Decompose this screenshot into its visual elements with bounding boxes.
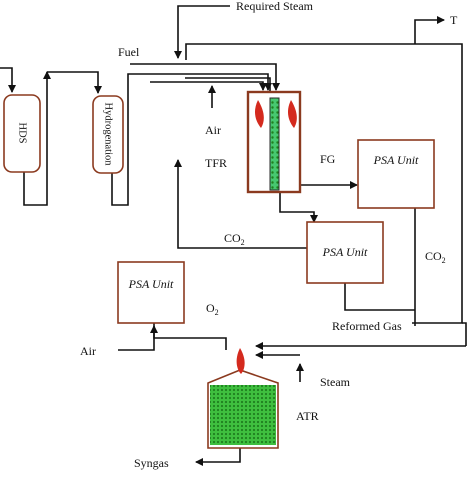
stream-labels: Required Steam Fuel T Air TFR FG CO2 CO2… [80,0,458,470]
syngas-label: Syngas [134,456,169,470]
line-to-hydrogenation [47,71,102,94]
co2-right-label: CO2 [425,249,446,265]
tfr-top-line [185,77,271,93]
psa-middle-unit: PSA Unit [306,221,384,284]
hds-outlet-line [23,71,51,206]
psa-top-label: PSA Unit [373,153,419,167]
atr-unit [207,348,279,449]
steam-label: Steam [320,375,351,389]
hydrogenation-label: Hydrogenation [103,103,114,167]
tfr-flame-right-icon [287,100,297,128]
required-steam-label: Required Steam [236,0,314,13]
feed-line-to-hds [0,67,16,93]
reformed-gas-label: Reformed Gas [332,319,402,333]
flow-lines [0,5,467,466]
o2-line [153,323,227,350]
psa-top-unit: PSA Unit [357,139,435,209]
hydrogenation-vessel [92,95,124,174]
atr-label: ATR [296,409,319,423]
psa-middle-label: PSA Unit [322,245,368,259]
hds-label: HDS [17,122,28,143]
air-top-label: Air [205,123,221,137]
required-steam-line [174,5,230,59]
psa-top-box [357,139,435,209]
psa-middle-outlet-line [344,283,415,311]
hydrogenation-outlet-line [111,73,272,206]
fuel-label: Fuel [118,45,140,59]
air-bottom-label: Air [80,344,96,358]
psa-middle-box [306,221,384,284]
psa-left-label: PSA Unit [128,277,174,291]
psa-left-unit: PSA Unit [117,261,185,324]
tfr-catalyst-tube [269,97,280,191]
atr-flame-icon [236,348,245,374]
fg-label: FG [320,152,336,166]
air-line-psa-left [118,325,158,351]
hydrogenation-unit: Hydrogenation [92,95,124,174]
tfr-unit [246,90,302,194]
line-to-t [414,16,445,44]
t-label: T [450,13,458,27]
fuel-line [130,63,280,91]
reformed-gas-connector [462,322,467,346]
co2-recycle-line [174,159,307,249]
atr-catalyst-bed [210,385,276,445]
co2-left-label: CO2 [224,231,245,247]
hds-vessel [3,94,41,173]
recycle-loop-line [185,43,463,324]
tfr-label: TFR [205,156,227,170]
o2-label: O2 [206,301,219,317]
tfr-inlet-line [150,81,267,91]
syngas-line [195,448,241,466]
psa-left-box [117,261,185,324]
tfr-to-psa-middle-line [279,190,318,223]
hds-unit: HDS [3,94,41,173]
tfr-flame-left-icon [254,100,264,128]
